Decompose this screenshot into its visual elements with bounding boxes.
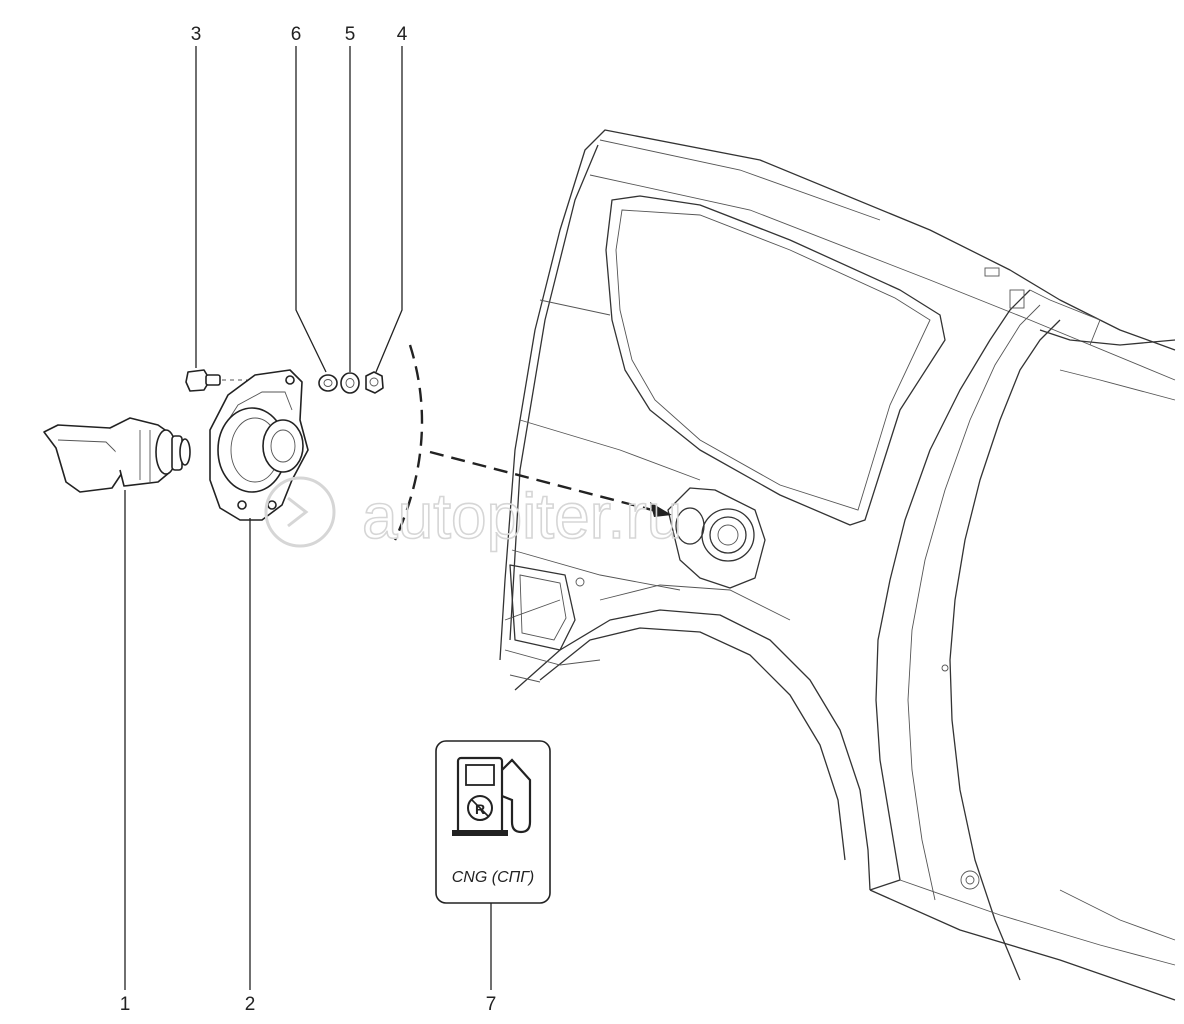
part-6-washer: [318, 374, 338, 392]
callout-6: 6: [291, 24, 302, 45]
watermark-text: autopiter.ru: [362, 480, 682, 552]
break-line: [393, 344, 424, 541]
callout-1: 1: [120, 994, 131, 1015]
part-7-cng-label: R CNG (СПГ): [435, 740, 551, 904]
callout-7: 7: [486, 994, 497, 1015]
callout-5: 5: [345, 24, 356, 45]
part-2-filler-housing: [209, 369, 309, 521]
part-4-nut: [365, 371, 384, 394]
callout-4: 4: [397, 24, 408, 45]
assembly-arrow: [429, 450, 672, 517]
car-rear-quarter-body: [499, 129, 1176, 1001]
leader-lines: [124, 46, 492, 990]
cng-label-text: CNG (СПГ): [452, 869, 535, 886]
callout-3: 3: [191, 24, 202, 45]
part-5-lock-washer: [340, 372, 360, 394]
callout-2: 2: [245, 994, 256, 1015]
watermark: autopiter.ru: [264, 476, 683, 553]
part-1-filler-valve: [43, 417, 191, 493]
callout-numbers: 3 6 5 4 1 2 7: [120, 24, 497, 1015]
